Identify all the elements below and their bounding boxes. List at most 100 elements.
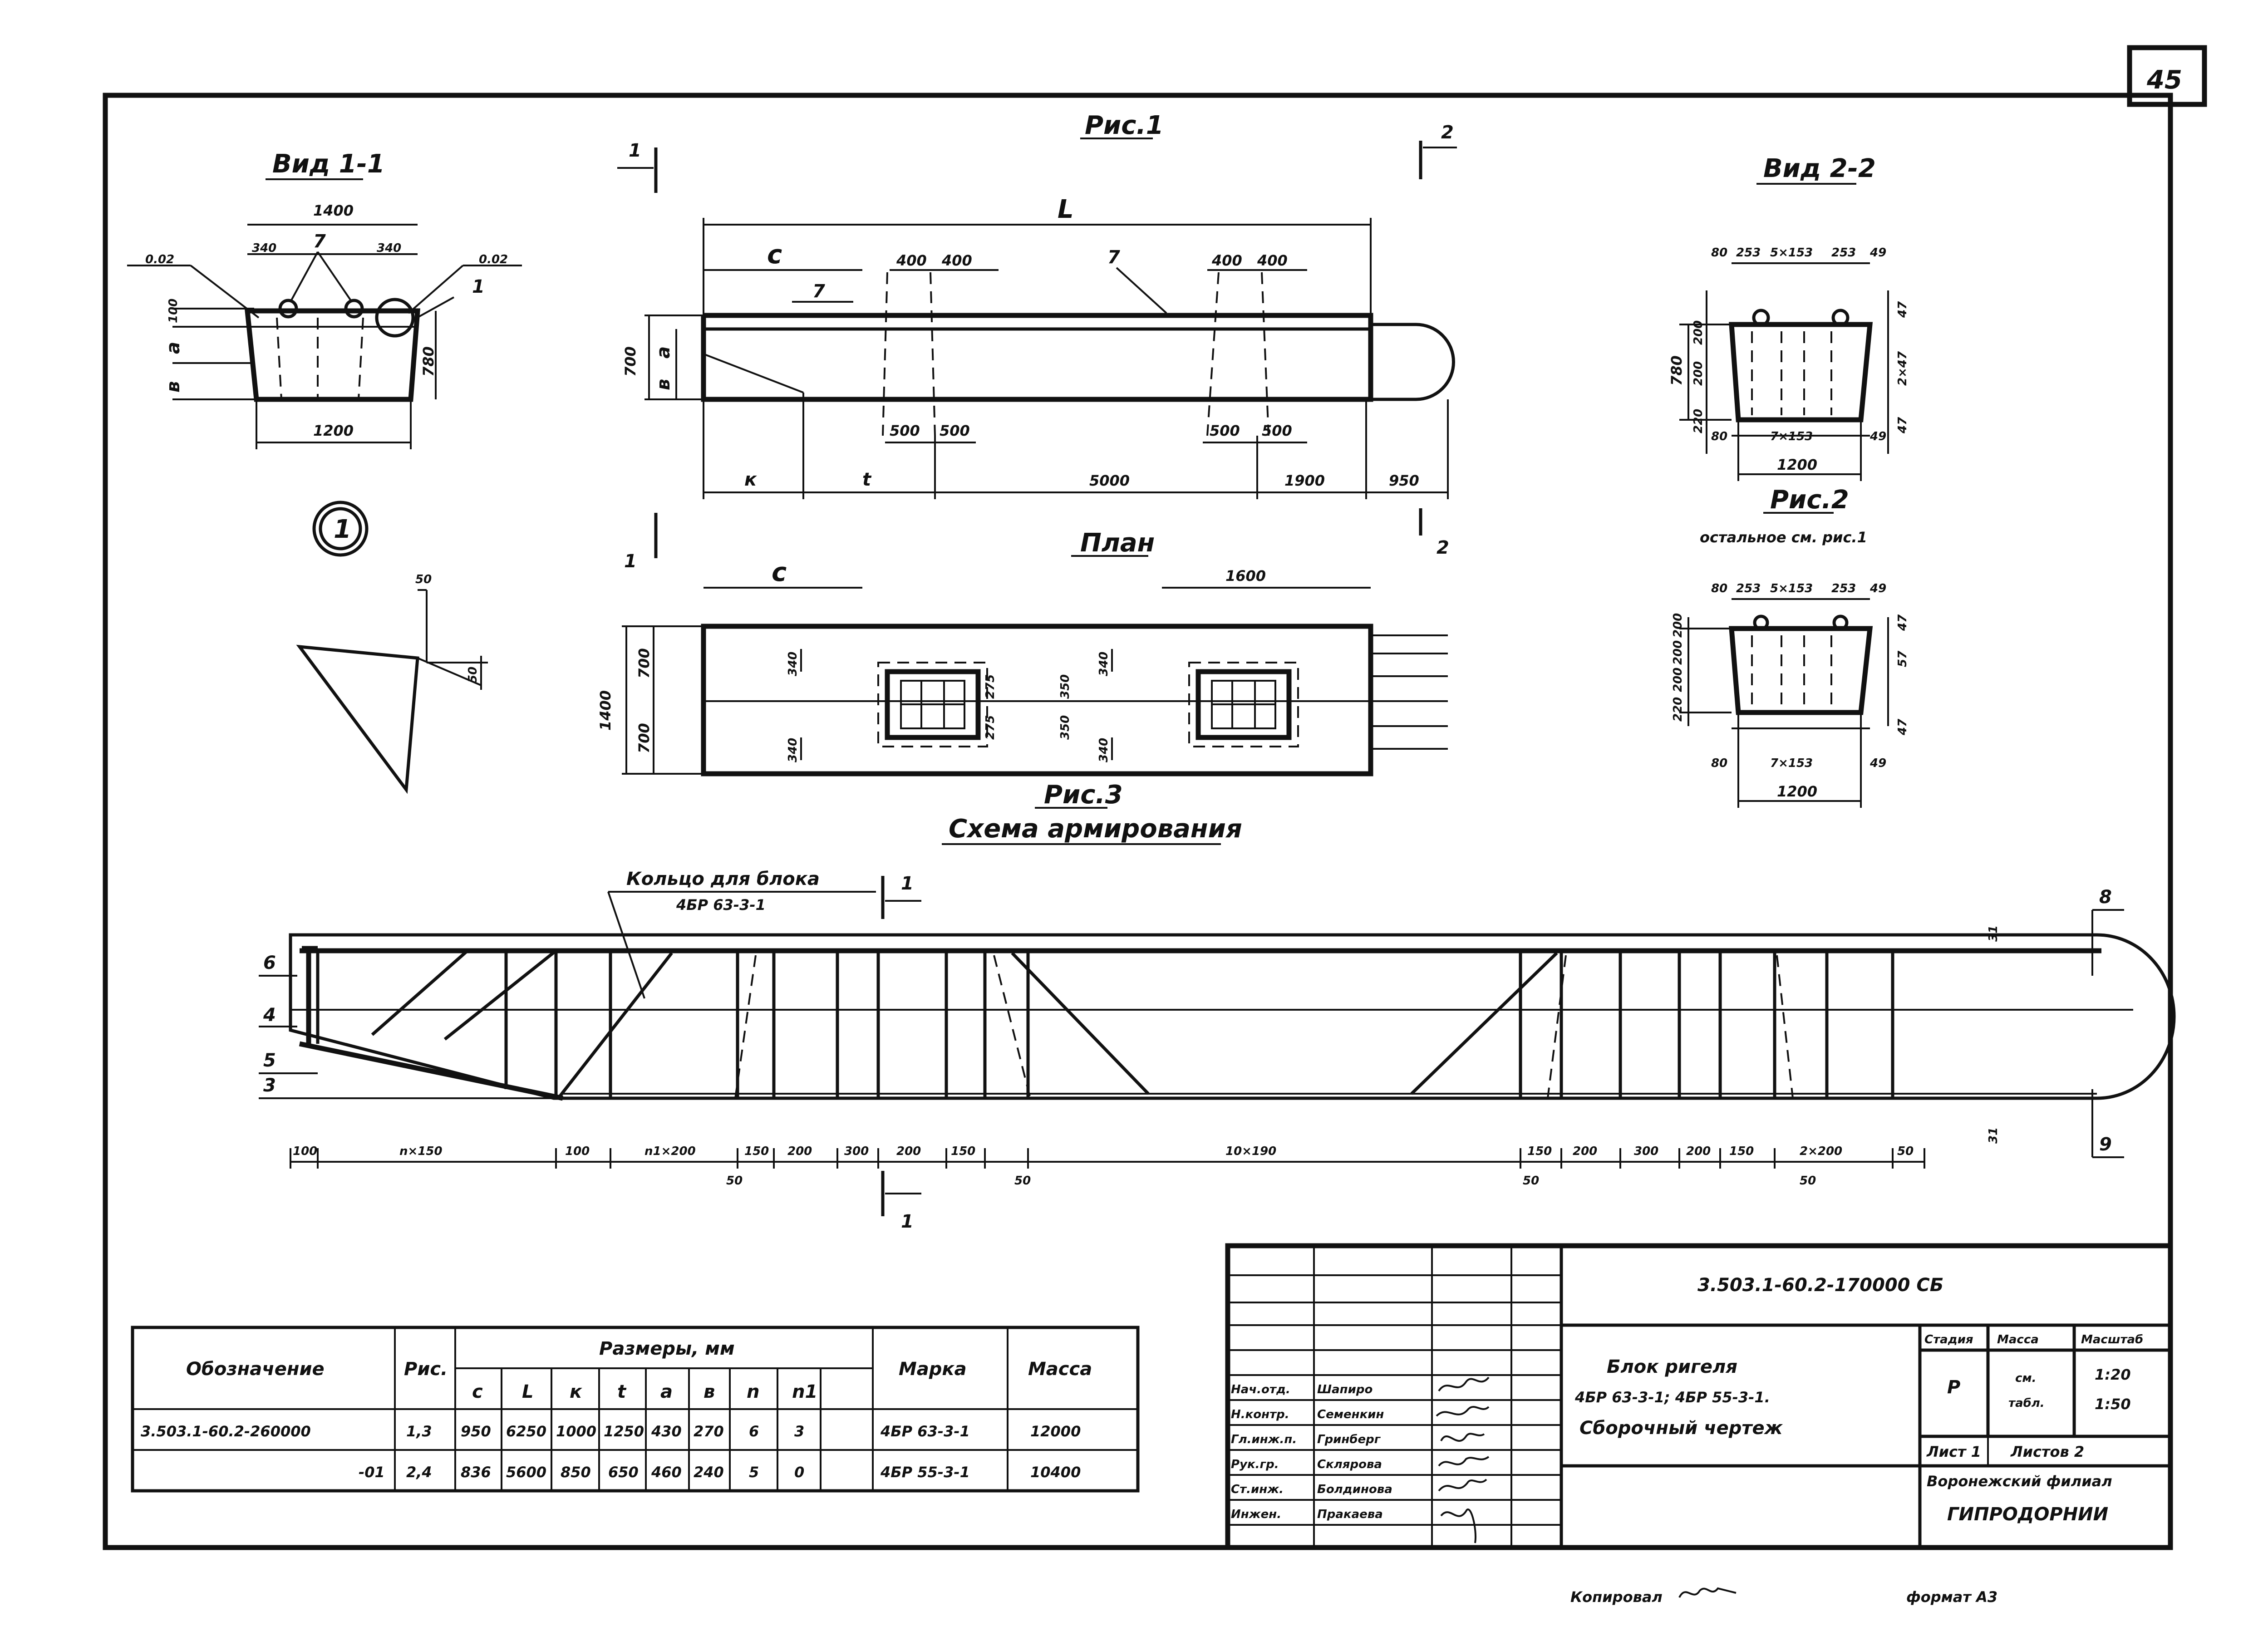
title-block: 3.503.1-60.2-170000 СБ Блок ригеля 4БР 6… <box>1225 1243 2173 1550</box>
title-org-1: Воронежский филиал <box>1927 1473 2112 1490</box>
fig1-caption: Рис.1 <box>1085 111 1164 140</box>
table-row1-c: 950 <box>461 1423 491 1440</box>
table-row2-fig: 2,4 <box>406 1464 432 1481</box>
plan-dim-c: c <box>772 558 787 587</box>
fig3-sub-50-3: 50 <box>1800 1174 1816 1188</box>
fig1-dim-k: к <box>744 469 757 490</box>
view11-dim-340b: 340 <box>377 241 401 255</box>
view22-bot-1: 7×153 <box>1770 430 1813 443</box>
fig3-pos-8: 8 <box>2099 887 2112 908</box>
fig3-sub-50-2: 50 <box>1523 1174 1539 1188</box>
fig3-reinforcement: Рис.3 Схема армирования Кольцо для блока… <box>259 780 2176 1232</box>
table-row2-a: 460 <box>651 1464 682 1481</box>
fig2-top-2: 5×153 <box>1770 582 1813 595</box>
fig2-top-1: 253 <box>1736 582 1761 595</box>
table-h-mass: Масса <box>1028 1359 1092 1380</box>
table-h-fig: Рис. <box>404 1359 448 1380</box>
plan-dim-340d: 340 <box>1097 738 1111 762</box>
fig2-top-0: 80 <box>1711 582 1727 595</box>
view11-dim-b: в <box>163 381 184 393</box>
table-row1-t: 1250 <box>604 1423 644 1440</box>
fig3-dim-6: 300 <box>844 1145 869 1158</box>
fig1-dim-c: c <box>767 240 782 270</box>
title-h-mass: Масса <box>1997 1333 2039 1346</box>
fig3-pos-3: 3 <box>263 1075 276 1096</box>
table-row2-c: 836 <box>461 1464 491 1481</box>
node1-marker-inner <box>319 507 362 550</box>
fig3-dim-12: 300 <box>1634 1145 1658 1158</box>
table-h-sub-k: к <box>570 1381 582 1402</box>
title-scale-2: 1:50 <box>2095 1395 2131 1413</box>
fig2-right-1: 57 <box>1896 650 1909 667</box>
view11-slope-left: 0.02 <box>145 253 174 266</box>
plan-dim-340b: 340 <box>786 738 800 762</box>
node1-label: 1 <box>334 515 351 544</box>
plan-dim-350b: 350 <box>1058 715 1072 740</box>
table-row1-b: 270 <box>694 1423 724 1440</box>
fig1-dim-400a: 400 <box>896 252 927 269</box>
fig3-pos-5: 5 <box>263 1050 276 1071</box>
fig1-dim-950: 950 <box>1389 472 1419 489</box>
table-h-sub-c: c <box>472 1381 483 1402</box>
table-h-mark: Марка <box>899 1359 967 1380</box>
table-row1-k: 1000 <box>556 1423 596 1440</box>
table-row2-L: 5600 <box>506 1464 546 1481</box>
table-row1-n1: 3 <box>794 1423 804 1440</box>
plan-dim-1400: 1400 <box>597 690 614 731</box>
fig2-left-3: 200 <box>1671 613 1685 638</box>
view11-section-outline <box>244 308 420 402</box>
table-h-designation: Обозначение <box>186 1359 325 1380</box>
fig3-dim-7: 200 <box>896 1145 921 1158</box>
section-mark-1-top: 1 <box>629 140 641 161</box>
fig2-bot-1: 7×153 <box>1770 757 1813 770</box>
fig1-dim-500b: 500 <box>940 422 970 439</box>
title-scale-1: 1:20 <box>2095 1366 2131 1383</box>
copied-by-signature <box>1678 1587 1737 1598</box>
title-person-3: Склярова <box>1317 1458 1382 1471</box>
fig1-dim-400b: 400 <box>941 252 972 269</box>
plan-loop-pocket-left <box>885 669 981 740</box>
section-mark-1-mid: 1 <box>624 551 637 572</box>
table-h-sub-b: в <box>704 1381 715 1402</box>
signatures <box>1436 1376 1490 1543</box>
fig1-beam-round-end <box>1371 323 1455 401</box>
fig3-sub-31b: 31 <box>1987 1127 2000 1144</box>
title-person-2: Гринберг <box>1317 1433 1381 1446</box>
title-role-2: Гл.инж.п. <box>1231 1433 1297 1446</box>
title-role-3: Рук.гр. <box>1231 1458 1279 1471</box>
view22-right-2: 47 <box>1896 417 1909 434</box>
fig3-pos-9: 9 <box>2099 1134 2112 1155</box>
table-row2-mass: 10400 <box>1030 1464 1081 1481</box>
title-name-3: Сборочный чертеж <box>1579 1418 1783 1439</box>
fig1-dim-t: t <box>862 469 872 490</box>
table-row1-fig: 1,3 <box>406 1423 432 1440</box>
plan-dim-350a: 350 <box>1058 674 1072 699</box>
fig3-dim-3: n1×200 <box>644 1145 696 1158</box>
fig2-dim-1200: 1200 <box>1777 783 1817 800</box>
fig2-section: Рис.2 остальное см. рис.1 80 253 5×153 2… <box>1671 485 1909 808</box>
table-row2-mark: 4БР 55-3-1 <box>880 1464 970 1481</box>
table-h-sub-n1: n1 <box>792 1381 817 1402</box>
plan-title: План <box>1080 528 1155 558</box>
title-role-1: Н.контр. <box>1231 1408 1289 1421</box>
table-row2-n1: 0 <box>794 1464 804 1481</box>
section-mark-2-mid: 2 <box>1437 537 1449 558</box>
fig3-title: Схема армирования <box>949 814 1242 844</box>
fig3-sub-31a: 31 <box>1987 925 2000 942</box>
view22-bot-2: 49 <box>1870 430 1886 443</box>
fig3-dim-1: n×150 <box>399 1145 443 1158</box>
view22-left-2: 220 <box>1692 409 1705 433</box>
fig1-dim-500c: 500 <box>1210 422 1240 439</box>
plan-dim-700a: 700 <box>635 648 653 678</box>
title-sheet: Лист 1 <box>1926 1443 1981 1460</box>
fig3-dim-5: 200 <box>787 1145 812 1158</box>
fig3-dim-4: 150 <box>744 1145 769 1158</box>
table-row2-b: 240 <box>694 1464 724 1481</box>
fig1-dim-400c: 400 <box>1211 252 1242 269</box>
fig3-ring-label: Кольцо для блока <box>626 869 820 889</box>
fig2-left-1: 200 <box>1671 668 1685 692</box>
plan-dim-340c: 340 <box>1097 652 1111 676</box>
fig3-dim-ticks <box>290 1148 1925 1169</box>
view-1-1: Вид 1-1 1400 340 340 7 0.02 0.02 1 100 a… <box>127 149 522 449</box>
table-h-sub-t: t <box>617 1381 627 1402</box>
